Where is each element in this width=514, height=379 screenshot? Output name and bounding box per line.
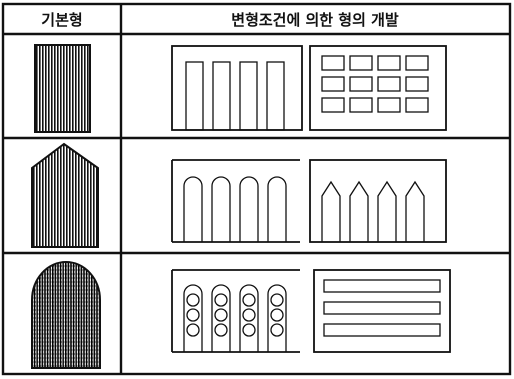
derived-round-arches <box>171 159 300 243</box>
derived-grid-rectangles <box>309 45 447 131</box>
header-basic-form: 기본형 <box>41 11 82 29</box>
derived-circle-columns <box>171 269 300 353</box>
basic-shape-rectangle <box>34 44 91 133</box>
basic-shape-pointed-top <box>31 142 99 248</box>
derived-horizontal-bands <box>313 269 451 353</box>
basic-shape-round-arch <box>31 261 101 369</box>
derived-pointed-arches <box>309 159 447 243</box>
derived-vertical-slots <box>171 45 303 131</box>
header-derived-forms: 변형조건에 의한 형의 개발 <box>231 11 399 29</box>
